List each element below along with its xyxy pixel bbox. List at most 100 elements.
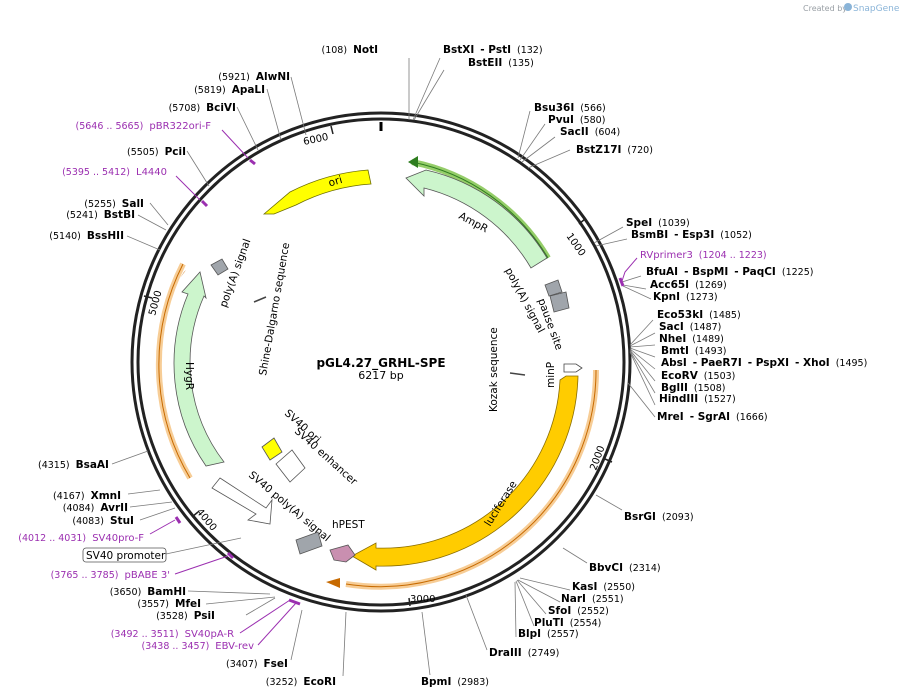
fsei-name: FseI xyxy=(264,658,288,670)
pluti-name: PluTI xyxy=(534,617,564,629)
pbabe3-position: (3765 .. 3785) xyxy=(51,570,119,581)
sv40-enhancer-box xyxy=(275,449,306,483)
alwni-position: (5921) xyxy=(218,72,250,83)
absi-position: (1495) xyxy=(836,358,868,369)
primer-leader xyxy=(257,602,297,646)
luciferase-highlight-head xyxy=(326,578,340,588)
hindiii-position: (1527) xyxy=(704,394,736,405)
saci-name: SacI xyxy=(659,321,684,333)
ebv-rev-name: EBV-rev xyxy=(215,641,254,652)
nhei-position: (1489) xyxy=(692,334,724,345)
snapgene-logo-icon xyxy=(844,3,852,11)
hpest-label: hPEST xyxy=(332,519,365,531)
polya-left-box xyxy=(210,258,229,276)
absi-name: - XhoI xyxy=(795,357,830,369)
hpest-arrow xyxy=(329,544,356,563)
bcivi-name: BciVI xyxy=(206,102,236,114)
primer-leader xyxy=(221,129,249,159)
ruler-label-1000: 1000 xyxy=(564,231,588,258)
apali-position: (5819) xyxy=(194,85,226,96)
ruler-tick xyxy=(578,218,586,225)
shine-dalgarno-mark xyxy=(253,296,267,303)
pcii-position: (5505) xyxy=(127,147,159,158)
ampr-highlight-line xyxy=(411,161,549,259)
kozak-mark xyxy=(509,372,526,376)
mrei-name: MreI xyxy=(657,411,684,423)
sv40pa-r-name: SV40pA-R xyxy=(185,629,234,640)
polya-top-box xyxy=(544,279,563,297)
mfei-position: (3557) xyxy=(137,599,169,610)
bstz17i-position: (720) xyxy=(627,145,653,156)
pvui-name: PvuI xyxy=(548,114,574,126)
sv40-enhancer-label: SV40 enhancer xyxy=(292,425,360,488)
shine-dalgarno-label: Shine-Dalgarno sequence xyxy=(257,242,292,377)
bpmi-position: (2983) xyxy=(457,677,489,688)
bsmbi-esp3i-name: BsmBI xyxy=(631,229,668,241)
bfuai-position: (1225) xyxy=(782,267,814,278)
sv40-ori-box xyxy=(261,437,283,461)
bsteii-name: BstEII xyxy=(468,57,502,69)
bstxi-psti-name: BstXI xyxy=(443,44,474,56)
mrei-name: - SgrAI xyxy=(690,411,730,423)
psii-name: PsiI xyxy=(194,610,215,622)
kozak-label: Kozak sequence xyxy=(488,327,500,412)
ecorv-name: EcoRV xyxy=(661,370,699,382)
primer-marker-pbabe3 xyxy=(226,551,235,560)
acc65i-position: (1269) xyxy=(695,280,727,291)
kasi-name: KasI xyxy=(572,581,597,593)
mfei-name: MfeI xyxy=(175,598,201,610)
ruler-tick xyxy=(191,511,199,518)
avrii-name: AvrII xyxy=(100,502,128,514)
sv40-promoter-label: SV40 promoter xyxy=(86,550,166,562)
pvui-position: (580) xyxy=(580,115,606,126)
minp-arrow xyxy=(563,363,583,373)
rvprimer3-position: (1204 .. 1223) xyxy=(699,250,767,261)
luciferase-highlight-line xyxy=(345,369,597,588)
credit-brand: SnapGene xyxy=(853,4,900,14)
bbvci-name: BbvCI xyxy=(589,562,623,574)
hygr-label: HygR xyxy=(183,362,195,390)
ruler-tick xyxy=(143,295,153,299)
bmti-position: (1493) xyxy=(695,346,727,357)
bfuai-name: - BspMI xyxy=(684,266,728,278)
stui-position: (4083) xyxy=(72,516,104,527)
pbabe3-name: pBABE 3' xyxy=(125,570,171,581)
ori-label: ori xyxy=(327,174,344,190)
sfoi-name: SfoI xyxy=(548,605,571,617)
bstxi-psti-name: - PstI xyxy=(480,44,511,56)
backbone-ring xyxy=(130,111,632,613)
primer-marker-l4440 xyxy=(200,199,209,208)
kpni-position: (1273) xyxy=(686,292,718,303)
kpni-name: KpnI xyxy=(653,291,680,303)
bsshii-position: (5140) xyxy=(49,231,81,242)
fsei-position: (3407) xyxy=(226,659,258,670)
bsmbi-esp3i-name: - Esp3I xyxy=(674,229,714,241)
xmni-position: (4167) xyxy=(53,491,85,502)
luciferase-arrow xyxy=(351,375,579,571)
ruler-tick xyxy=(408,597,411,607)
sacii-name: SacII xyxy=(560,126,589,138)
alwni-name: AlwNI xyxy=(256,71,290,83)
pbr322ori-f-position: (5646 .. 5665) xyxy=(76,121,144,132)
bmti-name: BmtI xyxy=(661,345,689,357)
ampr-highlight-head xyxy=(408,156,418,168)
nari-position: (2551) xyxy=(592,594,624,605)
primer-markers xyxy=(149,129,638,646)
saci-position: (1487) xyxy=(690,322,722,333)
sv40-promoter-box xyxy=(82,547,167,563)
spei-position: (1039) xyxy=(658,218,690,229)
psii-position: (3528) xyxy=(156,611,188,622)
hygr-highlight-line xyxy=(158,263,191,479)
sv40-polya-arrow xyxy=(211,477,273,525)
bpmi-name: BpmI xyxy=(421,676,451,688)
noti-name: NotI xyxy=(353,44,378,56)
primer-marker-pbr322ori-f xyxy=(249,158,256,166)
primer-leader xyxy=(174,555,229,575)
absi-name: AbsI xyxy=(661,357,687,369)
plasmid-size: 6217 bp xyxy=(358,369,403,382)
sacii-position: (604) xyxy=(595,127,621,138)
pcii-name: PciI xyxy=(165,146,186,158)
sali-position: (5255) xyxy=(84,199,116,210)
